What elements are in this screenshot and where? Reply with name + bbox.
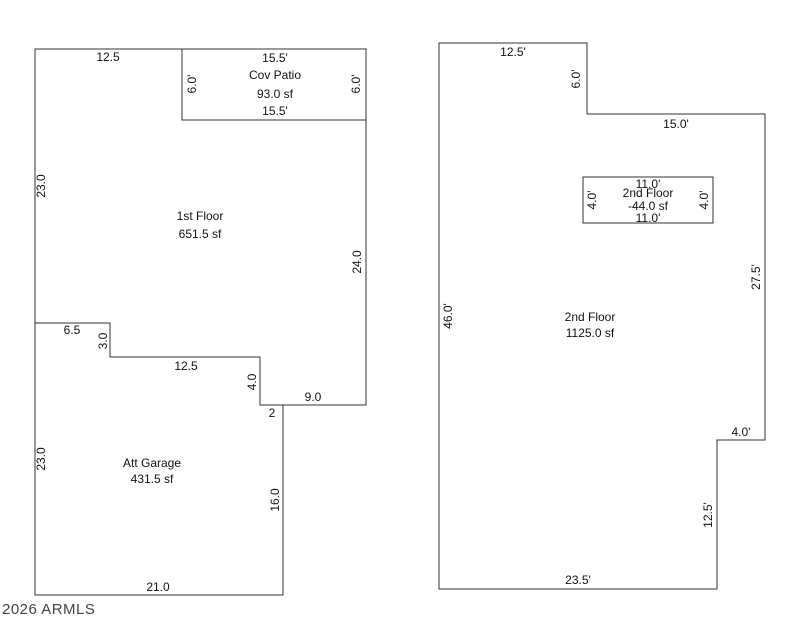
first-floor-outline <box>34 48 367 596</box>
garage-dim-left: 23.0 <box>34 447 48 471</box>
garage-dim-step: 4.0 <box>245 373 259 390</box>
patio-outline <box>181 49 366 121</box>
second-floor-area: 1125.0 sf <box>566 326 615 340</box>
garage-dim-notch-side: 3.0 <box>96 332 110 349</box>
second-floor-dim-lower-right: 12.5' <box>701 502 715 528</box>
patio-label: Cov Patio <box>249 68 301 82</box>
garage-dim-small: 2 <box>269 406 276 420</box>
first-floor-dim-left: 23.0 <box>34 174 48 198</box>
garage-area: 431.5 sf <box>131 472 174 486</box>
first-floor-dim-top: 12.5 <box>96 50 120 64</box>
garage-dim-right: 16.0 <box>268 488 282 512</box>
first-floor-label: 1st Floor <box>177 209 224 223</box>
copyright-text: 2026 ARMLS <box>2 601 96 618</box>
garage-divider-wall <box>35 322 283 406</box>
second-floor-dim-top: 12.5' <box>500 45 526 59</box>
garage-label: Att Garage <box>123 456 181 470</box>
first-floor-dim-step: 9.0 <box>305 390 322 404</box>
opening-dim-top: 11.0' <box>636 177 661 191</box>
second-floor-dim-step: 4.0' <box>732 425 751 439</box>
patio-dim-right: 6.0' <box>349 75 363 94</box>
second-floor-dim-left: 46.0' <box>441 303 455 329</box>
garage-dim-bottom: 21.0 <box>146 580 170 594</box>
open-to-below-outline <box>582 176 714 224</box>
garage-dim-mid: 12.5 <box>174 359 198 373</box>
second-floor-dim-notch: 6.0' <box>569 70 583 89</box>
garage-dim-notch-top: 6.5 <box>64 323 81 337</box>
first-floor-area: 651.5 sf <box>179 227 222 241</box>
patio-dim-left: 6.0' <box>185 75 199 94</box>
second-floor-dim-upper-right: 15.0' <box>663 117 689 131</box>
opening-dim-left: 4.0' <box>585 191 599 210</box>
second-floor-dim-right: 27.5' <box>749 264 763 290</box>
opening-dim-right: 4.0' <box>697 191 711 210</box>
opening-area: -44.0 sf <box>628 199 669 213</box>
patio-dim-top: 15.5' <box>262 51 288 65</box>
opening-dim-bottom: 11.0' <box>636 211 661 225</box>
patio-area: 93.0 sf <box>257 87 294 101</box>
opening-label: 2nd Floor <box>623 186 674 200</box>
second-floor-outline <box>438 42 766 590</box>
second-floor-dim-bottom: 23.5' <box>565 573 591 587</box>
patio-dim-bottom: 15.5' <box>262 104 288 118</box>
first-floor-dim-right: 24.0 <box>350 250 364 274</box>
second-floor-label: 2nd Floor <box>565 310 616 324</box>
